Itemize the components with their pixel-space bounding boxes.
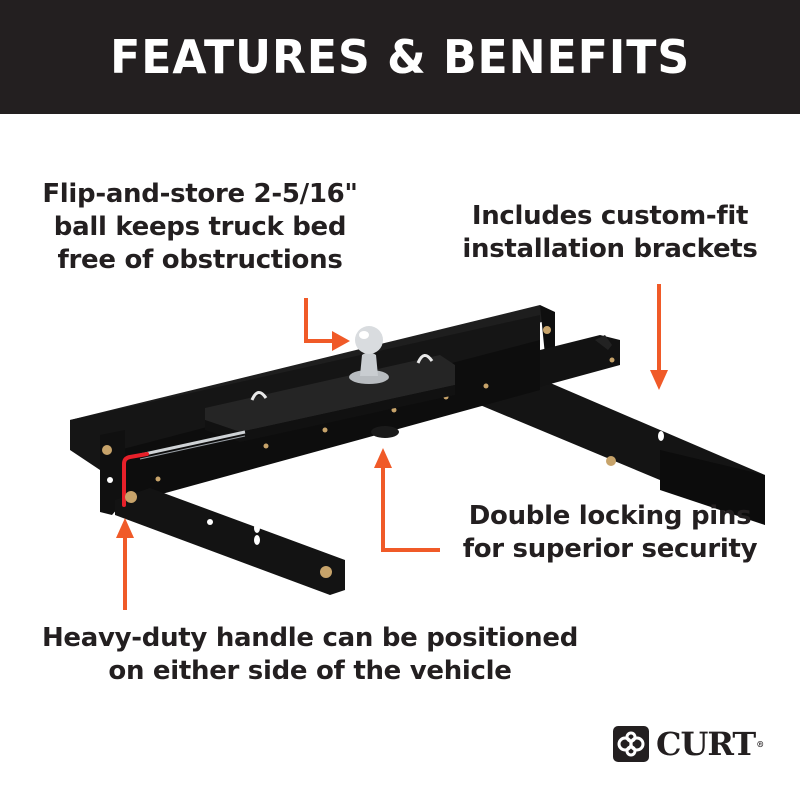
curt-emblem-icon — [613, 726, 649, 762]
brand-name: CURT® — [656, 725, 764, 763]
header-banner: FEATURES & BENEFITS — [0, 0, 800, 114]
callout-installation-brackets: Includes custom-fit installation bracket… — [440, 200, 780, 266]
callout-line: ball keeps truck bed — [53, 212, 347, 242]
callout-line: free of obstructions — [57, 245, 343, 275]
arrow-handle-head — [116, 518, 134, 538]
arrow-pins — [381, 465, 440, 552]
callout-line: installation brackets — [462, 234, 758, 264]
callout-line: on either side of the vehicle — [108, 656, 512, 686]
arrow-brackets-head — [650, 370, 668, 390]
curt-logo: CURT® — [612, 725, 764, 763]
callout-line: for superior security — [462, 534, 758, 564]
page-title: FEATURES & BENEFITS — [109, 30, 691, 84]
callout-heavy-duty-handle: Heavy-duty handle can be positioned on e… — [20, 622, 600, 688]
arrow-ball-head — [332, 331, 350, 351]
callout-line: Heavy-duty handle can be positioned — [41, 623, 579, 653]
callout-line: Flip-and-store 2-5/16" — [42, 179, 358, 209]
callout-locking-pins: Double locking pins for superior securit… — [445, 500, 775, 566]
arrow-pins-head — [374, 448, 392, 468]
callout-line: Double locking pins — [468, 501, 752, 531]
arrow-ball — [304, 298, 332, 343]
callout-line: Includes custom-fit — [471, 201, 749, 231]
callout-flip-and-store-ball: Flip-and-store 2-5/16" ball keeps truck … — [25, 178, 375, 277]
